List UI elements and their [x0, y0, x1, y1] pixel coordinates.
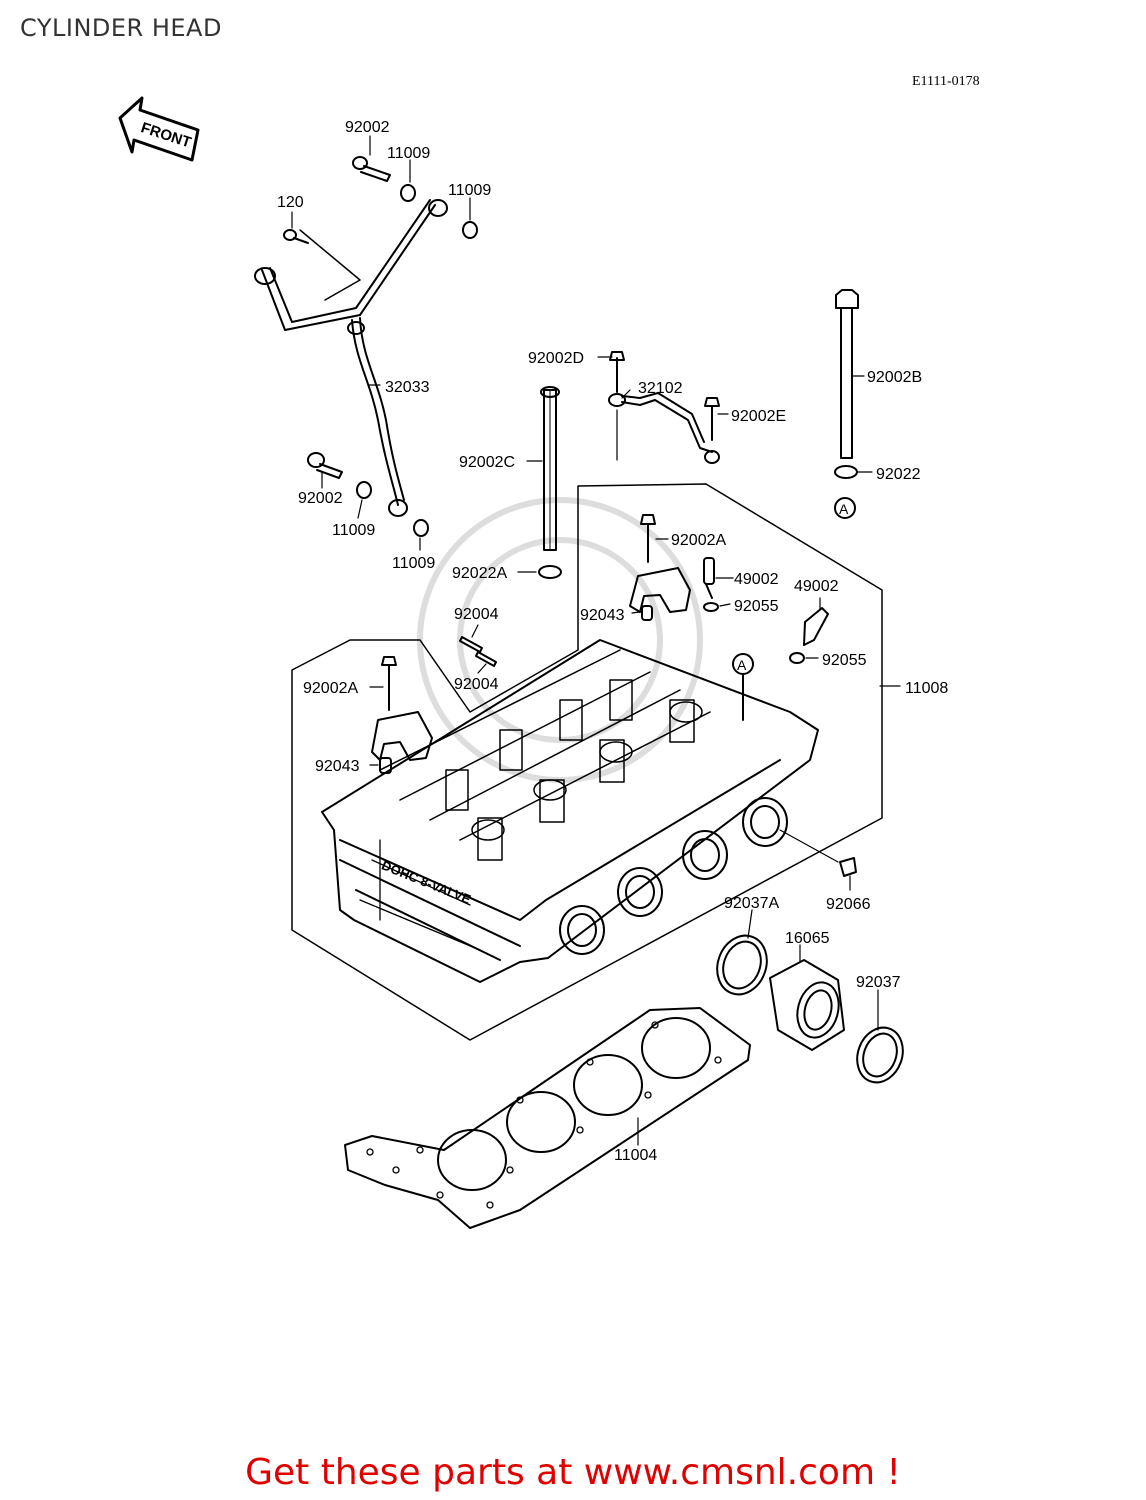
part-label[interactable]: 92043: [580, 607, 625, 624]
part-label[interactable]: 120: [277, 194, 304, 211]
clamp-92037A-icon: [716, 934, 768, 996]
part-label[interactable]: 92066: [826, 896, 871, 913]
part-label[interactable]: 11009: [392, 555, 435, 572]
bolt-92002A-right-icon: [640, 514, 656, 563]
head-gasket-11004-icon: [344, 1007, 751, 1229]
washer-11009-d-icon: [413, 519, 429, 537]
part-label[interactable]: 11008: [905, 680, 948, 697]
leader-lines: [291, 135, 901, 1146]
part-label[interactable]: 92043: [315, 758, 360, 775]
part-label[interactable]: 32033: [385, 379, 430, 396]
cam-cap-left-icon: [371, 711, 433, 761]
part-label[interactable]: 92002A: [303, 680, 358, 697]
washer-11009-c-icon: [356, 481, 372, 499]
part-label[interactable]: 92055: [822, 652, 867, 669]
part-label[interactable]: 92002A: [671, 532, 726, 549]
part-label[interactable]: 16065: [785, 930, 830, 947]
ref-marker-a-head: A: [732, 653, 754, 721]
bolt-92002-mid-icon: [307, 452, 343, 479]
bolt-92002D-icon: [609, 351, 625, 379]
washer-92055-b-icon: [789, 652, 805, 664]
part-label[interactable]: 49002: [794, 578, 839, 595]
part-label[interactable]: 92022: [876, 466, 921, 483]
bolt-120-icon: [283, 229, 309, 244]
diagram-code: E1111-0178: [912, 74, 980, 89]
svg-text:A: A: [839, 501, 849, 517]
part-label[interactable]: 11004: [614, 1147, 657, 1164]
washer-92022-icon: [834, 465, 858, 479]
part-label[interactable]: 11009: [448, 182, 491, 199]
part-label[interactable]: 92002D: [528, 350, 584, 367]
part-label[interactable]: 92002: [298, 490, 343, 507]
washer-11009-b-icon: [462, 221, 478, 239]
assembly-frame-11008: [291, 483, 883, 1041]
part-label[interactable]: 32102: [638, 380, 683, 397]
part-label[interactable]: 92002: [345, 119, 390, 136]
head-cast-lettering: DOHC 8-VALVE: [380, 858, 474, 908]
part-label[interactable]: 92002E: [731, 408, 786, 425]
part-label[interactable]: 92037: [856, 974, 901, 991]
part-label[interactable]: 92004: [454, 676, 499, 693]
clamp-92037-icon: [856, 1026, 904, 1084]
oil-pipe-32102: [608, 357, 720, 464]
part-label[interactable]: 92037A: [724, 895, 779, 912]
washer-92022A-icon: [538, 565, 562, 579]
bolt-92002E-icon: [704, 397, 720, 441]
stud-92002B-icon: [835, 289, 859, 459]
part-label[interactable]: 11009: [387, 145, 430, 162]
dowel-92043-right-icon: [641, 605, 653, 621]
part-label[interactable]: 92004: [454, 606, 499, 623]
promo-link[interactable]: Get these parts at www.cmsnl.com !: [245, 1452, 901, 1493]
part-label[interactable]: 92002C: [459, 454, 515, 471]
dowel-pin-92004-icon: [459, 636, 497, 667]
promo-banner[interactable]: Get these parts at www.cmsnl.com !: [0, 1452, 1146, 1493]
svg-text:A: A: [737, 657, 747, 673]
oil-pipe-32033: [254, 199, 448, 517]
bolt-92002-top-icon: [352, 156, 391, 182]
page-title: CYLINDER HEAD: [20, 14, 222, 42]
part-number-labels: 92002 11009 11009 120 32033 92002 11009 …: [277, 119, 948, 1164]
plug-92066-icon: [779, 829, 857, 877]
part-label[interactable]: 92055: [734, 598, 779, 615]
sensor-49002-a-icon: [703, 557, 715, 599]
sensor-49002-b-icon: [803, 607, 829, 646]
part-label[interactable]: 11009: [332, 522, 375, 539]
carb-holder-16065-icon: [769, 959, 845, 1051]
washer-11009-a-icon: [400, 184, 416, 202]
part-label[interactable]: 49002: [734, 571, 779, 588]
washer-92055-a-icon: [703, 602, 719, 612]
stud-92002C-icon: [540, 386, 560, 551]
front-arrow-icon: FRONT: [118, 96, 200, 162]
ref-marker-a-top: A: [834, 497, 856, 519]
cam-cap-right-icon: [629, 567, 691, 613]
part-label[interactable]: 92002B: [867, 369, 922, 386]
bolt-92002A-left-icon: [381, 656, 397, 711]
part-label[interactable]: 92022A: [452, 565, 507, 582]
exploded-parts-diagram: FRONT: [118, 96, 948, 1229]
